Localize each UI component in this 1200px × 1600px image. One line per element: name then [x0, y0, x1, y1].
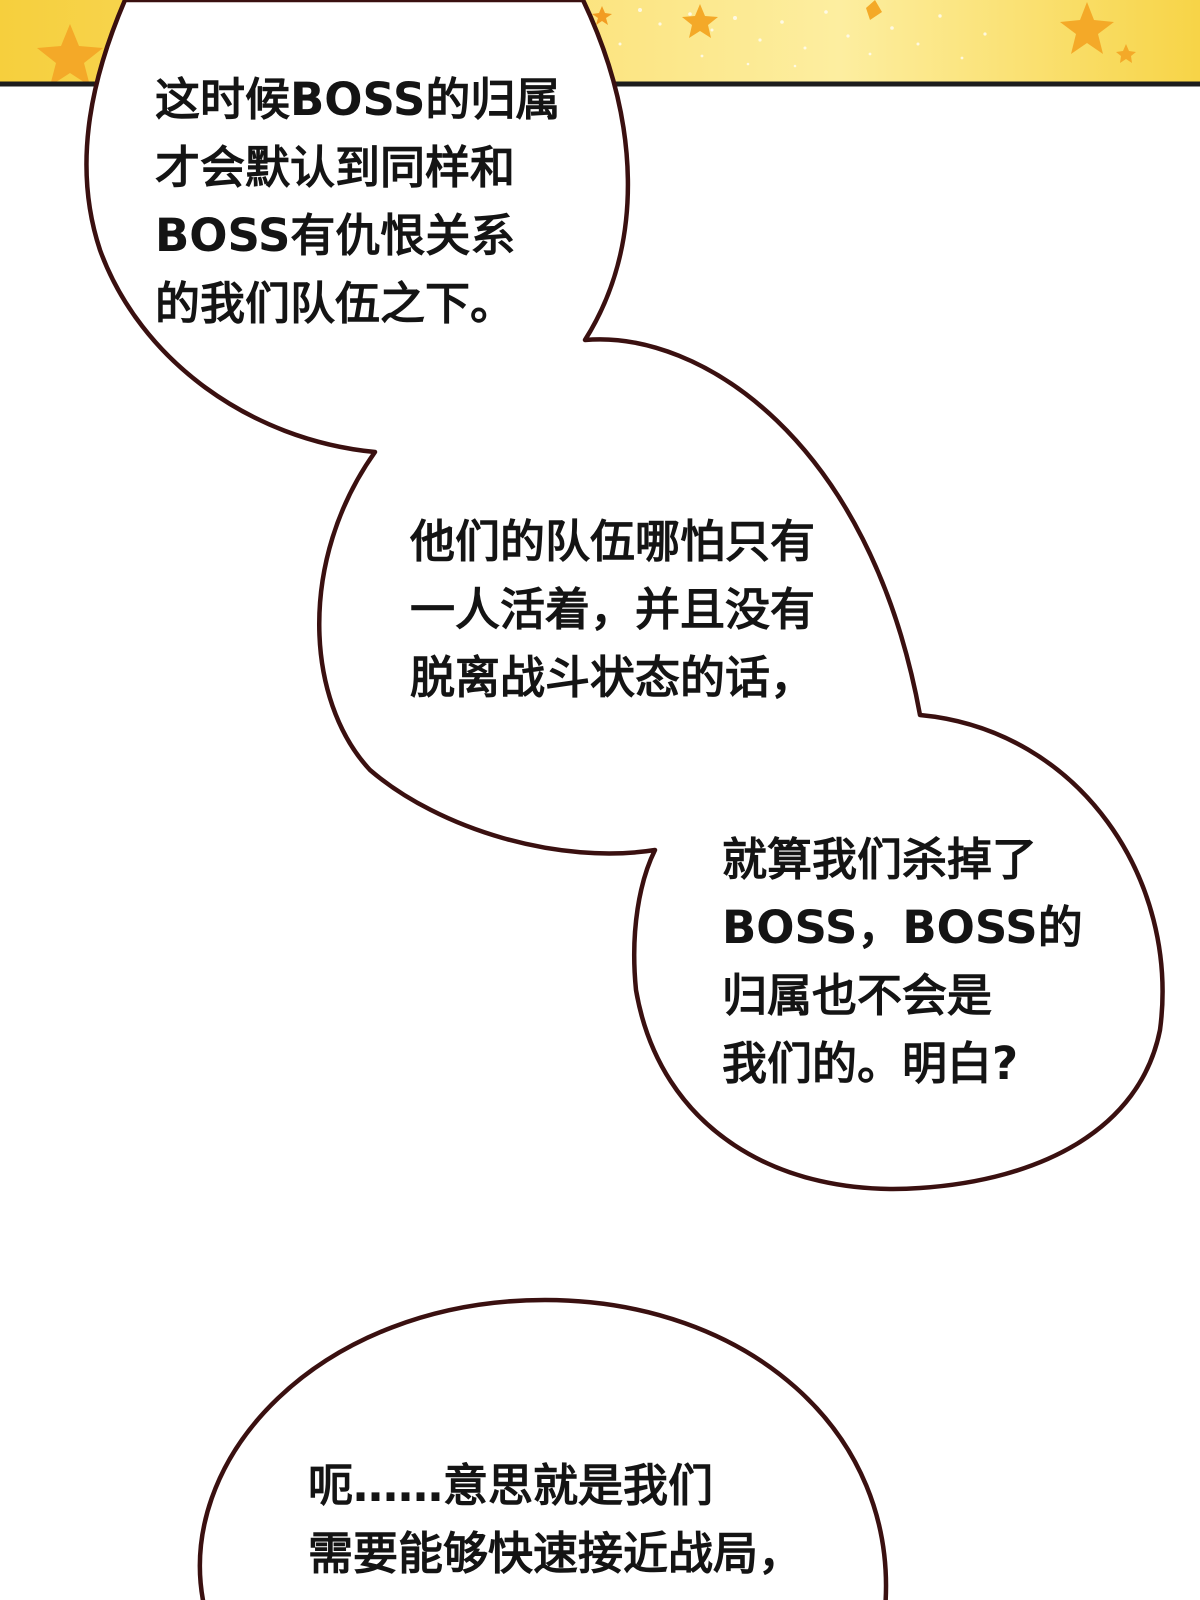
dialogue-line: BOSS有仇恨关系	[155, 209, 516, 262]
dialogue-line: 脱离战斗状态的话，	[410, 651, 816, 704]
dialogue-line: 一人活着，并且没有	[410, 583, 816, 636]
dialogue-line: 才会默认到同样和	[155, 141, 516, 194]
dialogue-line: 我们的。明白?	[722, 1037, 1019, 1090]
dialogue-line: 这时候BOSS的归属	[155, 73, 561, 126]
star-icon	[592, 6, 612, 25]
speech-bubble-chain	[84, 0, 1165, 1192]
dialogue-text-4: 呃……意思就是我们 需要能够快速接近战局，	[308, 1452, 803, 1588]
dialogue-line: BOSS，BOSS的	[722, 901, 1083, 954]
star-icon	[682, 4, 718, 38]
dialogue-line: 需要能够快速接近战局，	[308, 1527, 804, 1580]
star-icon	[37, 24, 103, 86]
dialogue-text-2: 他们的队伍哪怕只有 一人活着，并且没有 脱离战斗状态的话，	[410, 508, 815, 712]
star-icon	[1116, 44, 1136, 63]
speech-bubble-bottom	[197, 1297, 889, 1600]
dialogue-line: 他们的队伍哪怕只有	[410, 515, 816, 568]
dialogue-line: 就算我们杀掉了	[722, 833, 1038, 886]
dialogue-line: 的我们队伍之下。	[155, 277, 516, 330]
dialogue-text-1: 这时候BOSS的归属 才会默认到同样和 BOSS有仇恨关系 的我们队伍之下。	[155, 66, 560, 338]
dialogue-line: 归属也不会是	[722, 969, 993, 1022]
sparkle-dots	[618, 8, 987, 68]
star-icon	[1060, 2, 1114, 54]
dialogue-text-3: 就算我们杀掉了 BOSS，BOSS的 归属也不会是 我们的。明白?	[722, 826, 1083, 1098]
star-icon	[866, 0, 882, 20]
dialogue-line: 呃……意思就是我们	[308, 1459, 714, 1512]
